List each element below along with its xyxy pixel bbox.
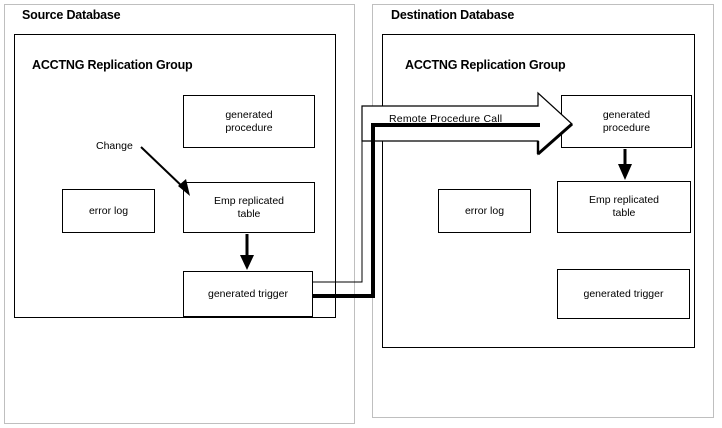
change-annotation-label: Change (96, 140, 133, 152)
source-error-log-label: error log (88, 204, 129, 217)
destination-generated-trigger-label: generated trigger (583, 287, 664, 300)
source-emp-replicated-label-line1: Emp replicated (213, 194, 285, 207)
destination-generated-procedure-label-line1: generated (602, 108, 651, 121)
source-generated-trigger-node: generated trigger (183, 271, 313, 317)
remote-procedure-call-label: Remote Procedure Call (389, 113, 503, 125)
destination-generated-procedure-label-line2: procedure (602, 121, 651, 134)
destination-database-title: Destination Database (391, 8, 515, 22)
source-generated-procedure-label-line2: procedure (225, 121, 273, 134)
source-emp-replicated-label-line2: table (237, 207, 261, 220)
source-generated-procedure-label-line1: generated (225, 108, 273, 121)
source-database-title: Source Database (22, 8, 121, 22)
destination-error-log-label: error log (464, 204, 505, 217)
destination-generated-trigger-node: generated trigger (557, 269, 690, 319)
destination-emp-replicated-label-line1: Emp replicated (588, 194, 660, 206)
source-error-log-node: error log (62, 189, 155, 233)
source-replication-group-title: ACCTNG Replication Group (32, 58, 193, 72)
destination-replication-group-title: ACCTNG Replication Group (405, 58, 566, 72)
destination-generated-procedure-node: generated procedure (561, 95, 692, 148)
destination-emp-replicated-label-line2: table (612, 207, 636, 219)
destination-error-log-node: error log (438, 189, 531, 233)
destination-emp-replicated-table-node: Emp replicated table (557, 181, 691, 233)
source-generated-trigger-label: generated trigger (208, 287, 288, 300)
source-generated-procedure-node: generated procedure (183, 95, 315, 148)
source-emp-replicated-table-node: Emp replicated table (183, 182, 315, 233)
